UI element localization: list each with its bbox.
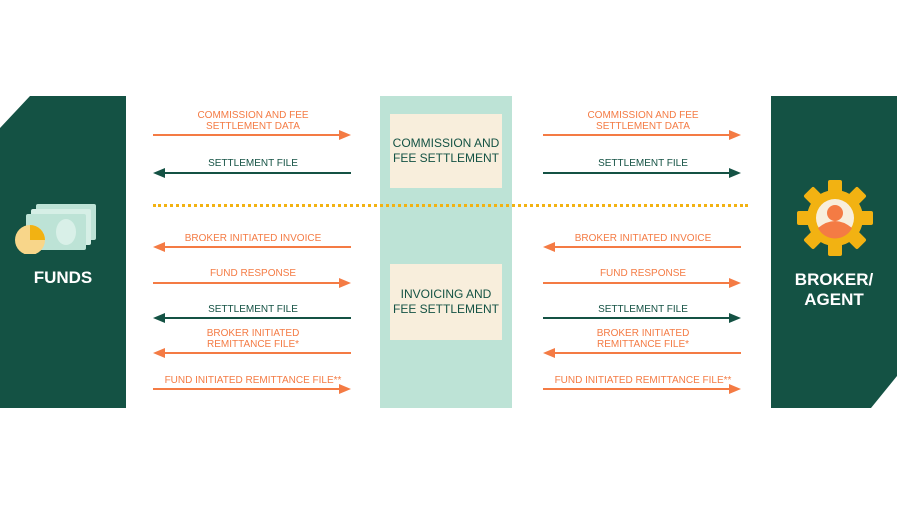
funds-panel: FUNDS xyxy=(0,96,126,408)
section-divider xyxy=(153,204,748,207)
flow-label: BROKER INITIATED INVOICE xyxy=(184,233,322,244)
flow-label: FUND RESPONSE xyxy=(209,268,297,279)
arrow-left-icon xyxy=(543,242,741,252)
arrow-left-icon xyxy=(153,242,351,252)
commission-settlement-box: COMMISSION AND FEE SETTLEMENT xyxy=(390,114,502,188)
flow-right-broker-invoice: BROKER INITIATED INVOICE xyxy=(543,233,743,255)
money-stack-icon xyxy=(15,204,96,254)
gear-person-icon xyxy=(797,180,873,256)
flow-label: SETTLEMENT FILE xyxy=(598,304,688,315)
arrow-right-icon xyxy=(543,384,741,394)
arrow-right-icon xyxy=(543,168,741,178)
invoicing-settlement-label: INVOICING AND FEE SETTLEMENT xyxy=(392,287,499,316)
broker-label: BROKER/ AGENT xyxy=(794,270,874,309)
flow-label: SETTLEMENT FILE xyxy=(598,158,688,169)
flow-right-settlement-file-1: SETTLEMENT FILE xyxy=(543,158,743,180)
arrow-left-icon xyxy=(543,348,741,358)
arrow-left-icon xyxy=(153,313,351,323)
flow-label: FUND INITIATED REMITTANCE FILE** xyxy=(164,375,342,386)
flow-right-settlement-file-2: SETTLEMENT FILE xyxy=(543,304,743,326)
flow-right-fund-response: FUND RESPONSE xyxy=(543,268,743,290)
flow-left-settlement-file-1: SETTLEMENT FILE xyxy=(153,158,353,180)
flow-left-settlement-file-2: SETTLEMENT FILE xyxy=(153,304,353,326)
flow-label: COMMISSION AND FEE SETTLEMENT DATA xyxy=(197,110,309,132)
arrow-right-icon xyxy=(543,313,741,323)
flow-left-broker-remittance: BROKER INITIATED REMITTANCE FILE* xyxy=(153,328,353,360)
arrow-right-icon xyxy=(543,278,741,288)
flow-label: BROKER INITIATED INVOICE xyxy=(574,233,712,244)
invoicing-settlement-box: INVOICING AND FEE SETTLEMENT xyxy=(390,264,502,340)
commission-settlement-label: COMMISSION AND FEE SETTLEMENT xyxy=(392,136,500,165)
funds-label: FUNDS xyxy=(33,268,93,287)
flow-left-fund-remittance: FUND INITIATED REMITTANCE FILE** xyxy=(153,375,353,397)
flow-right-broker-remittance: BROKER INITIATED REMITTANCE FILE* xyxy=(543,328,743,360)
flow-label: FUND RESPONSE xyxy=(599,268,687,279)
arrow-left-icon xyxy=(153,168,351,178)
arrow-right-icon xyxy=(153,384,351,394)
flow-label: SETTLEMENT FILE xyxy=(208,304,298,315)
arrow-left-icon xyxy=(153,348,351,358)
flow-label: BROKER INITIATED REMITTANCE FILE* xyxy=(206,328,300,350)
flow-right-fund-remittance: FUND INITIATED REMITTANCE FILE** xyxy=(543,375,743,397)
flow-left-commission-data: COMMISSION AND FEE SETTLEMENT DATA xyxy=(153,110,353,144)
flow-label: FUND INITIATED REMITTANCE FILE** xyxy=(554,375,732,386)
flow-left-fund-response: FUND RESPONSE xyxy=(153,268,353,290)
center-column: COMMISSION AND FEE SETTLEMENT INVOICING … xyxy=(380,96,512,408)
broker-panel: BROKER/ AGENT xyxy=(771,96,897,408)
flow-right-commission-data: COMMISSION AND FEE SETTLEMENT DATA xyxy=(543,110,743,144)
arrow-right-icon xyxy=(153,130,351,140)
arrow-right-icon xyxy=(543,130,741,140)
flow-label: BROKER INITIATED REMITTANCE FILE* xyxy=(596,328,690,350)
arrow-right-icon xyxy=(153,278,351,288)
flow-label: COMMISSION AND FEE SETTLEMENT DATA xyxy=(587,110,699,132)
flow-left-broker-invoice: BROKER INITIATED INVOICE xyxy=(153,233,353,255)
flow-label: SETTLEMENT FILE xyxy=(208,158,298,169)
